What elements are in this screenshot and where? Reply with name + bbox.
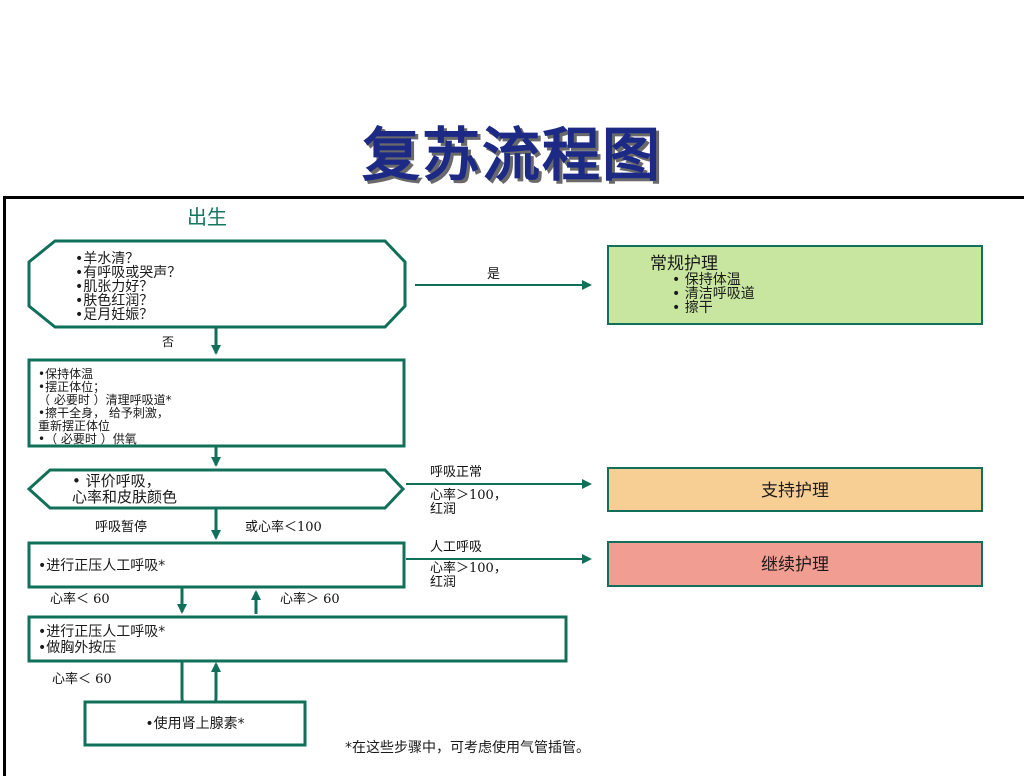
ppv-box	[27, 541, 406, 589]
epinephrine-box	[83, 700, 307, 747]
normal-label: 呼吸正常	[430, 465, 482, 480]
start-label: 出生	[187, 205, 227, 229]
breathing-condition: 心率＞100， 红润	[430, 560, 511, 590]
evaluate-text: • 评价呼吸， 心率和皮肤颜色	[72, 472, 177, 506]
ppv-label: •进行正压人工呼吸*	[38, 558, 165, 574]
support-care-box	[607, 467, 983, 512]
no-label: 否	[162, 335, 174, 349]
routine-care-box	[607, 245, 983, 325]
support-care-label: 支持护理	[761, 481, 829, 501]
or-hr-label: 或心率＜100	[245, 519, 322, 535]
slide-title: 复苏流程图	[361, 121, 662, 189]
routine-care-title: 常规护理	[650, 254, 718, 274]
breathing-label: 人工呼吸	[430, 540, 482, 555]
apnea-label: 呼吸暂停	[95, 519, 147, 535]
normal-condition: 心率＞100， 红润	[430, 487, 511, 517]
footnote: *在这些步骤中，可考虑使用气管插管。	[345, 739, 590, 756]
hr-low-label-2: 心率＜ 60	[52, 671, 112, 687]
hr-low-label: 心率＜ 60	[50, 591, 110, 607]
epinephrine-label: •使用肾上腺素*	[145, 715, 244, 732]
evaluate-box	[26, 468, 406, 510]
continue-care-box	[607, 541, 983, 587]
diagram-frame	[3, 196, 1024, 776]
initial-assessment-box	[27, 239, 407, 329]
initial-steps-text: •保持体温 •摆正体位； （ 必要时 ）清理呼吸道* •擦干全身， 给予刺激， …	[38, 366, 175, 446]
hr-high-label: 心率＞ 60	[280, 591, 340, 607]
routine-care-items: • 保持体温 • 清洁呼吸道 • 擦干	[672, 272, 759, 316]
yes-label: 是	[487, 267, 500, 282]
ppv-cpr-text: •进行正压人工呼吸* •做胸外按压	[38, 624, 170, 656]
ppv-cpr-box	[27, 615, 568, 663]
continue-care-label: 继续护理	[761, 555, 829, 575]
initial-assessment-text: •羊水清？ •有呼吸或哭声？ •肌张力好？ •肤色红润？ •足月妊娠？	[75, 251, 186, 323]
